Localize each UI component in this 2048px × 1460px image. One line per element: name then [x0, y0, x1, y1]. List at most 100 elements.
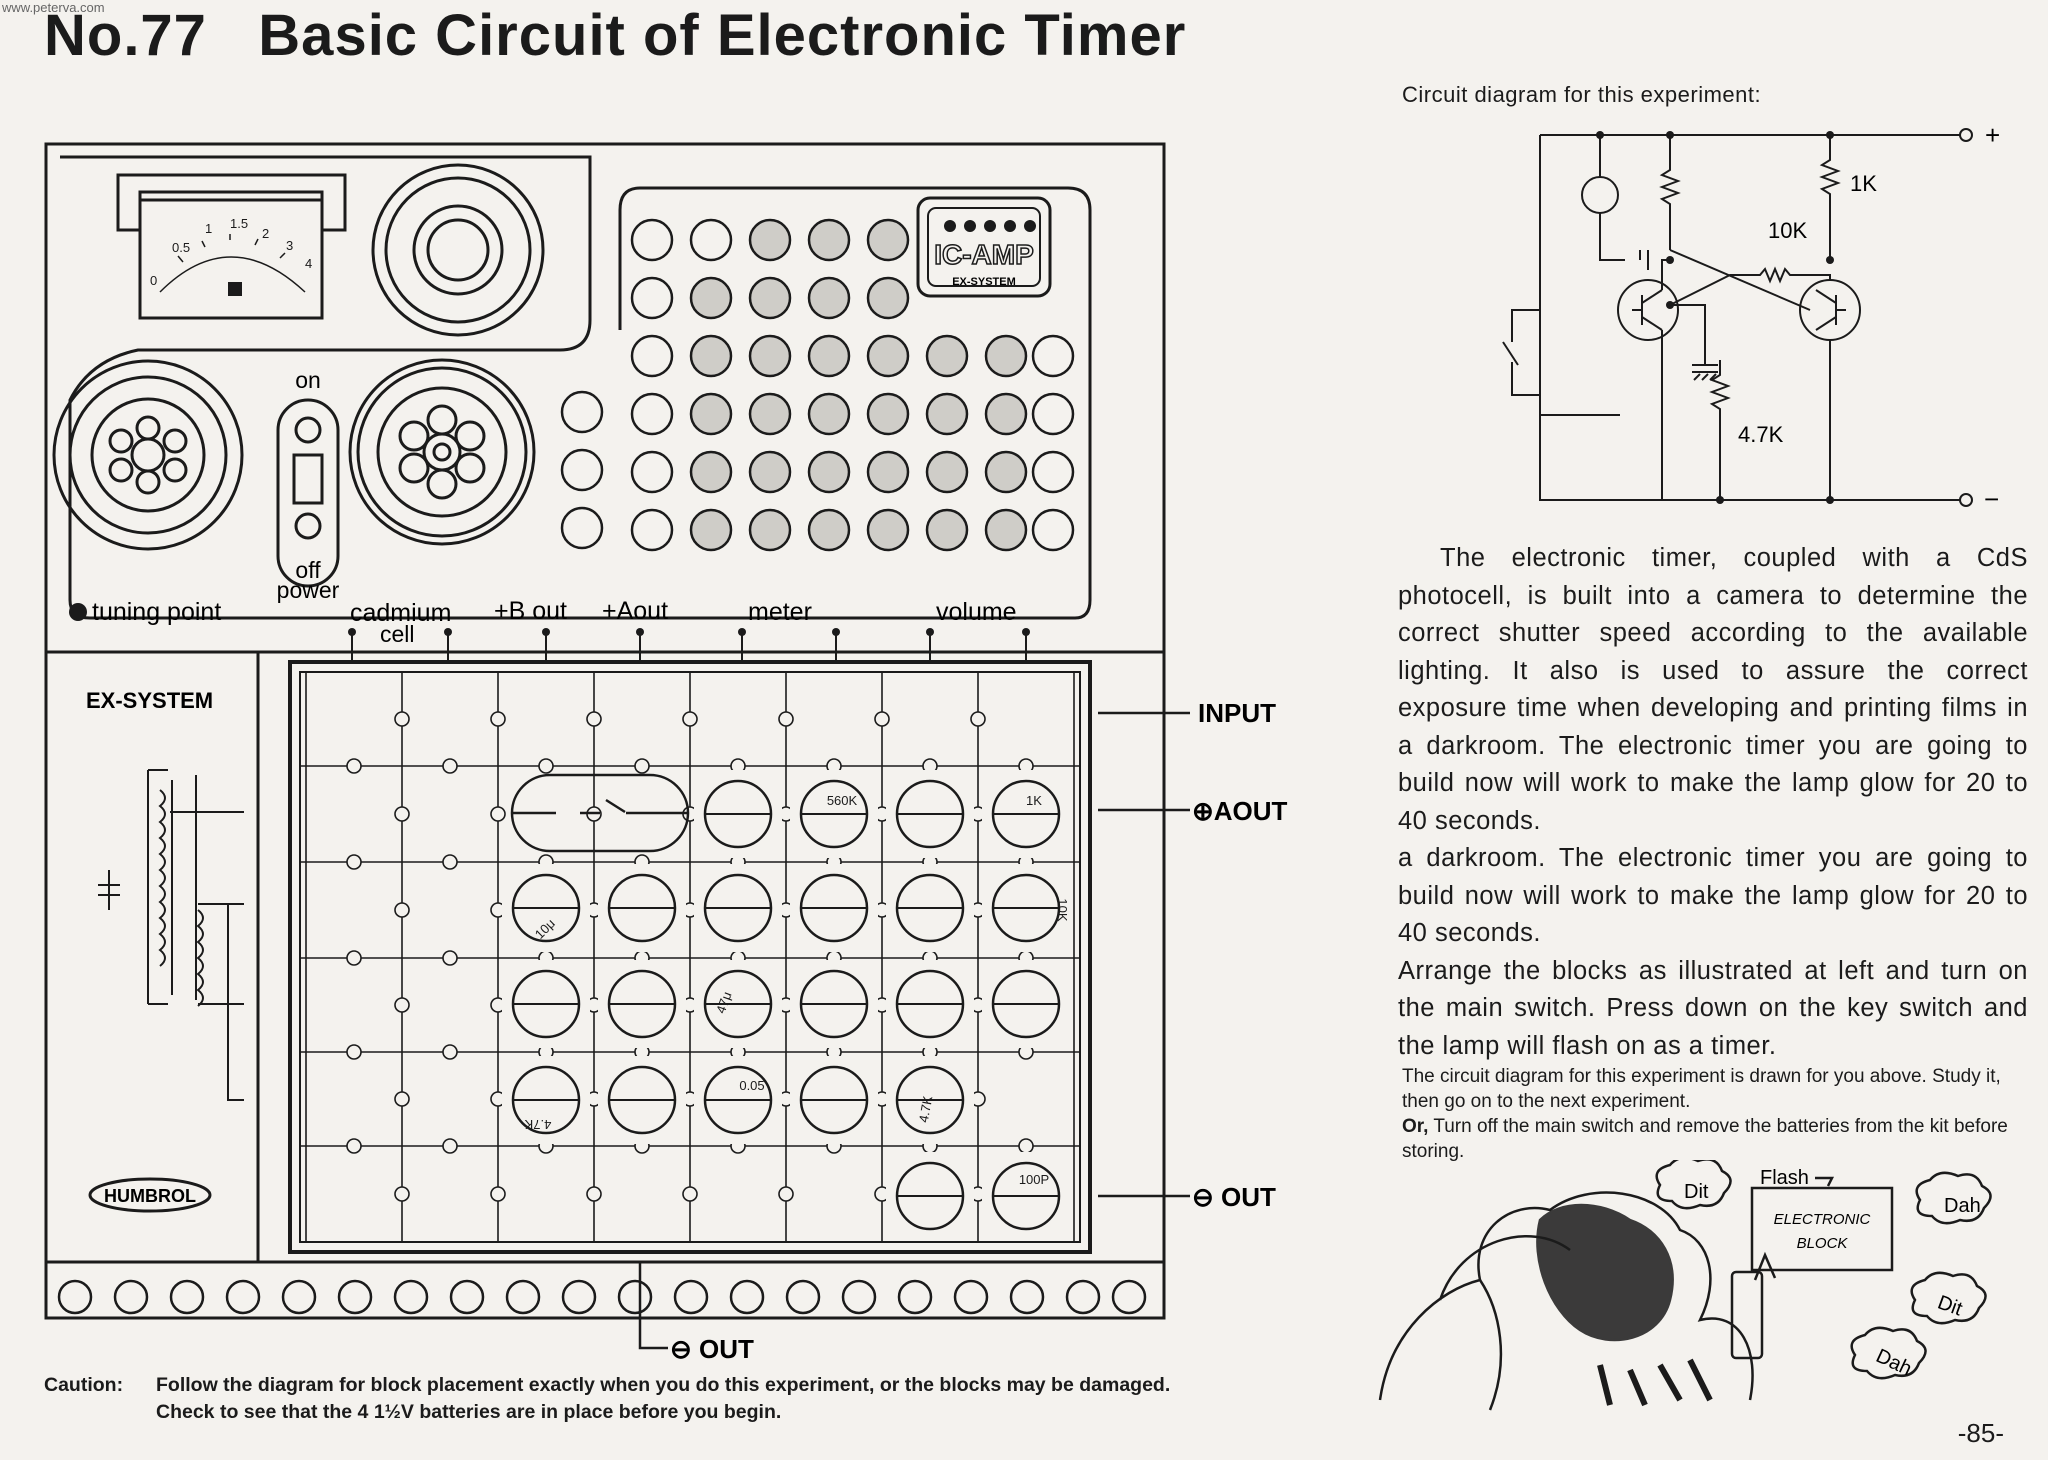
description-text: The electronic timer, coupled with a CdS…	[1398, 540, 2028, 1065]
panel-hole	[925, 392, 969, 436]
panel-hole	[1031, 450, 1075, 494]
block-r5-label: 4.7K	[916, 1094, 935, 1123]
schematic-plus: +	[1985, 120, 2000, 150]
panel-hole	[630, 450, 674, 494]
panel-hole	[689, 392, 733, 436]
terminal-aout-plus-label: ⊕AOUT	[1192, 796, 1288, 826]
meter-scale-1: 1	[205, 221, 212, 236]
grid-node	[442, 950, 458, 966]
panel-hole	[807, 334, 851, 378]
panel-hole	[866, 508, 910, 552]
schematic-minus: −	[1984, 484, 1999, 510]
grid-node	[682, 711, 698, 727]
switch-on-label: on	[295, 367, 321, 393]
schematic-r-top: 1K	[1850, 171, 1877, 196]
panel-hole	[689, 450, 733, 494]
terminal-aout-label: +Aout	[602, 597, 668, 625]
experiment-title: Basic Circuit of Electronic Timer	[258, 3, 1187, 68]
panel-hole	[560, 390, 604, 434]
grid-node	[442, 1044, 458, 1060]
panel-hole	[630, 334, 674, 378]
panel-hole	[689, 508, 733, 552]
panel-hole	[807, 218, 851, 262]
grid-node	[346, 950, 362, 966]
terminal-meter-label: meter	[748, 598, 812, 626]
panel-hole	[630, 276, 674, 320]
block-r1-label: 560K	[827, 793, 858, 808]
kit-case-outline	[44, 142, 1166, 1320]
panel-hole	[866, 392, 910, 436]
cartoon-block-line2: BLOCK	[1797, 1235, 1849, 1252]
circuit-blocks	[510, 773, 690, 853]
grid-node	[442, 1138, 458, 1154]
meter-scale-2: 2	[262, 226, 269, 241]
schematic-r-mid: 10K	[1768, 218, 1807, 243]
meter-scale-3: 3	[286, 238, 293, 253]
panel-hole	[925, 450, 969, 494]
panel-hole	[630, 392, 674, 436]
grid-node	[394, 1091, 410, 1107]
panel-hole	[689, 334, 733, 378]
dit-bubble-2	[1910, 1271, 1987, 1325]
meter-scale-1.5: 1.5	[230, 216, 248, 231]
panel-hole	[1031, 334, 1075, 378]
cartoon-dit-1: Dit	[1684, 1181, 1709, 1203]
study-note: The circuit diagram for this experiment …	[1402, 1064, 2022, 1164]
speaker-grille	[560, 218, 1075, 552]
grid-node	[634, 758, 650, 774]
cartoon-block-line1: ELECTRONIC	[1774, 1211, 1871, 1228]
dah-bubble-2	[1850, 1326, 1927, 1380]
meter-logo-icon	[228, 282, 242, 296]
grid-node	[442, 758, 458, 774]
bottom-out-label: ⊖ OUT	[670, 1334, 754, 1364]
panel-hole	[630, 218, 674, 262]
terminal-minus-out-label: ⊖ OUT	[1192, 1182, 1276, 1212]
ic-amp-subtitle: EX-SYSTEM	[952, 276, 1016, 288]
panel-hole	[748, 218, 792, 262]
electronic-block	[1750, 1186, 1894, 1272]
storage-note: Or, Turn off the main switch and remove …	[1402, 1114, 2022, 1164]
grid-node	[1018, 1138, 1034, 1154]
or-word: Or,	[1402, 1116, 1429, 1137]
meter-scale-0: 0	[150, 273, 157, 288]
camera-block	[1730, 1270, 1764, 1360]
dah-bubble-1	[1915, 1171, 1992, 1225]
grid-node	[346, 758, 362, 774]
transistor-left	[1617, 279, 1679, 341]
panel-hole	[807, 450, 851, 494]
block-cap4-label: 100P	[1019, 1172, 1049, 1187]
side-brand-label: EX-SYSTEM	[86, 688, 213, 713]
paragraph-2: a darkroom. The electronic timer you are…	[1398, 844, 2028, 947]
study-text: The circuit diagram for this experiment …	[1402, 1066, 2001, 1112]
panel-hole	[689, 218, 733, 262]
terminal-bout-label: +B out	[494, 597, 567, 625]
grid-node	[394, 1186, 410, 1202]
grid-node	[490, 1186, 506, 1202]
grid-node	[346, 854, 362, 870]
lamp-symbol	[1581, 176, 1619, 214]
cartoon-flash-text: Flash	[1760, 1167, 1809, 1189]
caution-label: Caution:	[44, 1374, 124, 1396]
block-cap3-label: 0.05	[739, 1078, 764, 1093]
grid-node	[490, 711, 506, 727]
grid-node	[586, 711, 602, 727]
paragraph-3: Arrange the blocks as illustrated at lef…	[1398, 956, 2028, 1060]
grid-node	[586, 1186, 602, 1202]
grid-node	[538, 758, 554, 774]
panel-hole	[1031, 392, 1075, 436]
schematic-heading: Circuit diagram for this experiment:	[1402, 82, 1762, 107]
panel-hole	[984, 392, 1028, 436]
panel-hole	[807, 508, 851, 552]
panel-hole	[984, 450, 1028, 494]
grid-node	[394, 902, 410, 918]
panel-hole	[925, 334, 969, 378]
panel-hole	[748, 392, 792, 436]
grid-node	[778, 711, 794, 727]
grid-node	[394, 806, 410, 822]
terminal-cell-label: cell	[380, 621, 415, 647]
block-cap2-label: 47μ	[713, 990, 735, 1016]
humbrol-logo: HUMBROL	[104, 1186, 196, 1206]
panel-hole	[866, 218, 910, 262]
grid-node	[874, 711, 890, 727]
block-board	[288, 660, 1092, 1254]
